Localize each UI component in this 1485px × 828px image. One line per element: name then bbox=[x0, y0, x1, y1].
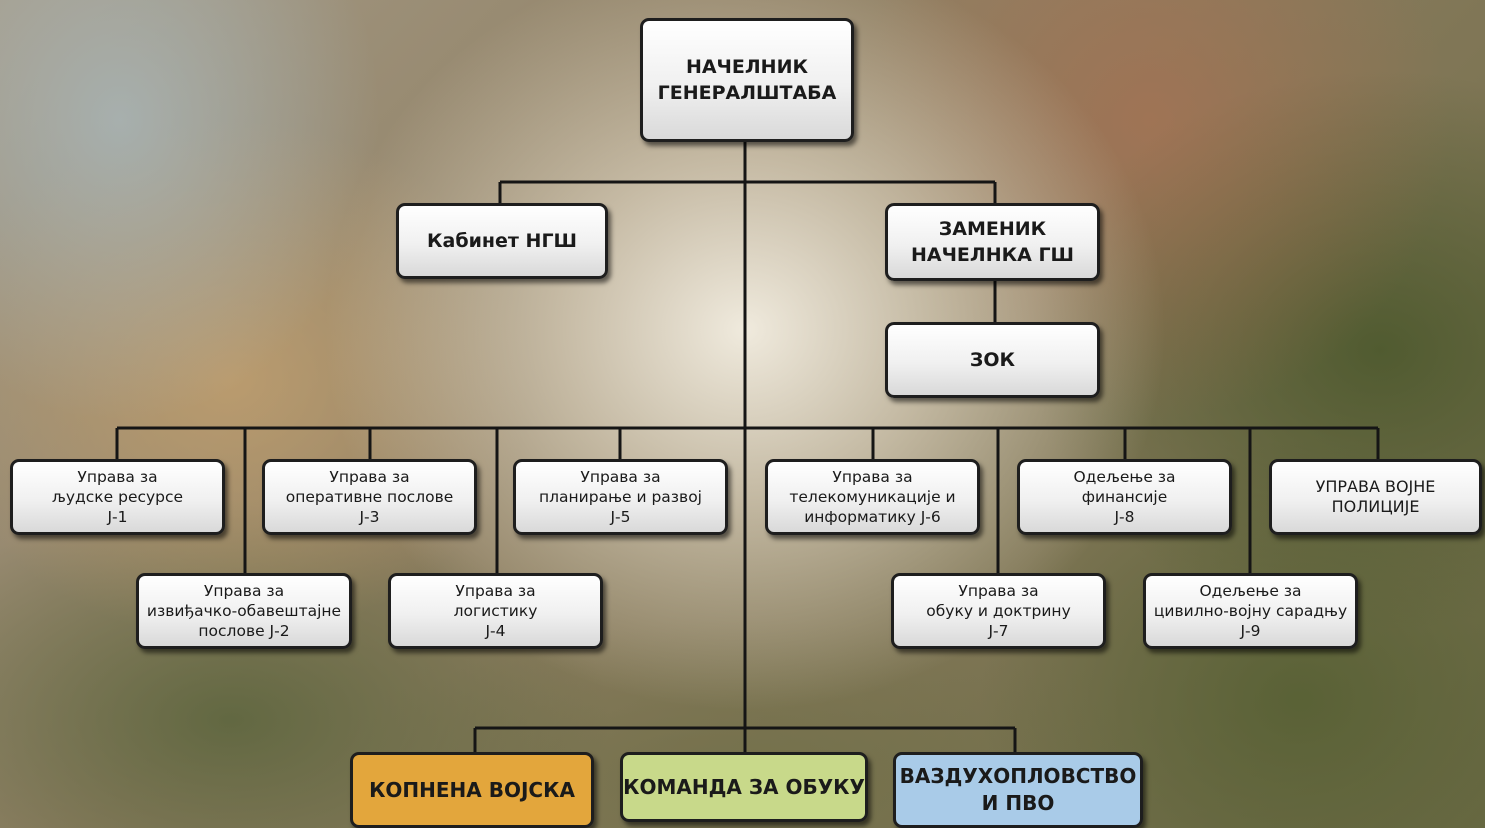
cabinet-label: Кабинет НГШ bbox=[426, 230, 578, 252]
directorate-j2-label: Управа за извиђачко-обавештајне послове … bbox=[146, 582, 342, 640]
training-command-label: КОМАНДА ЗА ОБУКУ bbox=[623, 774, 865, 799]
directorate-j5-box: Управа за планирање и развој Ј-5 bbox=[513, 459, 728, 535]
directorate-j1-label: Управа за људске ресурсе Ј-1 bbox=[51, 468, 184, 526]
deputy-chief-label: ЗАМЕНИК НАЧЕЛНКА ГШ bbox=[910, 218, 1075, 266]
chief-of-general-staff-label: НАЧЕЛНИК ГЕНЕРАЛШТАБА bbox=[657, 56, 837, 104]
training-command-box: КОМАНДА ЗА ОБУКУ bbox=[620, 752, 868, 822]
department-j8-box: Одељење за финансије Ј-8 bbox=[1017, 459, 1232, 535]
zok-label: ЗОК bbox=[969, 349, 1016, 371]
directorate-j2-box: Управа за извиђачко-обавештајне послове … bbox=[136, 573, 352, 649]
directorate-j7-box: Управа за обуку и доктрину Ј-7 bbox=[891, 573, 1106, 649]
military-police-box: УПРАВА ВОЈНЕ ПОЛИЦИЈЕ bbox=[1269, 459, 1482, 535]
directorate-j7-label: Управа за обуку и доктрину Ј-7 bbox=[926, 582, 1071, 640]
department-j9-box: Одељење за цивилно-војну сарадњу Ј-9 bbox=[1143, 573, 1358, 649]
directorate-j5-label: Управа за планирање и развој Ј-5 bbox=[539, 468, 702, 526]
directorate-j3-box: Управа за оперативне послове Ј-3 bbox=[262, 459, 477, 535]
directorate-j4-label: Управа за логистику Ј-4 bbox=[453, 582, 538, 640]
land-force-label: КОПНЕНА ВОЈСКА bbox=[369, 777, 575, 802]
deputy-chief-box: ЗАМЕНИК НАЧЕЛНКА ГШ bbox=[885, 203, 1100, 281]
air-force-label: ВАЗДУХОПЛОВСТВО И ПВО bbox=[899, 764, 1137, 815]
military-police-label: УПРАВА ВОЈНЕ ПОЛИЦИЈЕ bbox=[1315, 477, 1436, 516]
directorate-j4-box: Управа за логистику Ј-4 bbox=[388, 573, 603, 649]
directorate-j1-box: Управа за људске ресурсе Ј-1 bbox=[10, 459, 225, 535]
department-j8-label: Одељење за финансије Ј-8 bbox=[1073, 468, 1176, 526]
directorate-j6-box: Управа за телекомуникације и информатику… bbox=[765, 459, 980, 535]
department-j9-label: Одељење за цивилно-војну сарадњу Ј-9 bbox=[1153, 582, 1348, 640]
chief-of-general-staff-box: НАЧЕЛНИК ГЕНЕРАЛШТАБА bbox=[640, 18, 854, 142]
zok-box: ЗОК bbox=[885, 322, 1100, 398]
land-force-box: КОПНЕНА ВОЈСКА bbox=[350, 752, 594, 828]
cabinet-box: Кабинет НГШ bbox=[396, 203, 608, 279]
directorate-j3-label: Управа за оперативне послове Ј-3 bbox=[285, 468, 454, 526]
air-force-box: ВАЗДУХОПЛОВСТВО И ПВО bbox=[893, 752, 1143, 828]
directorate-j6-label: Управа за телекомуникације и информатику… bbox=[789, 468, 956, 526]
